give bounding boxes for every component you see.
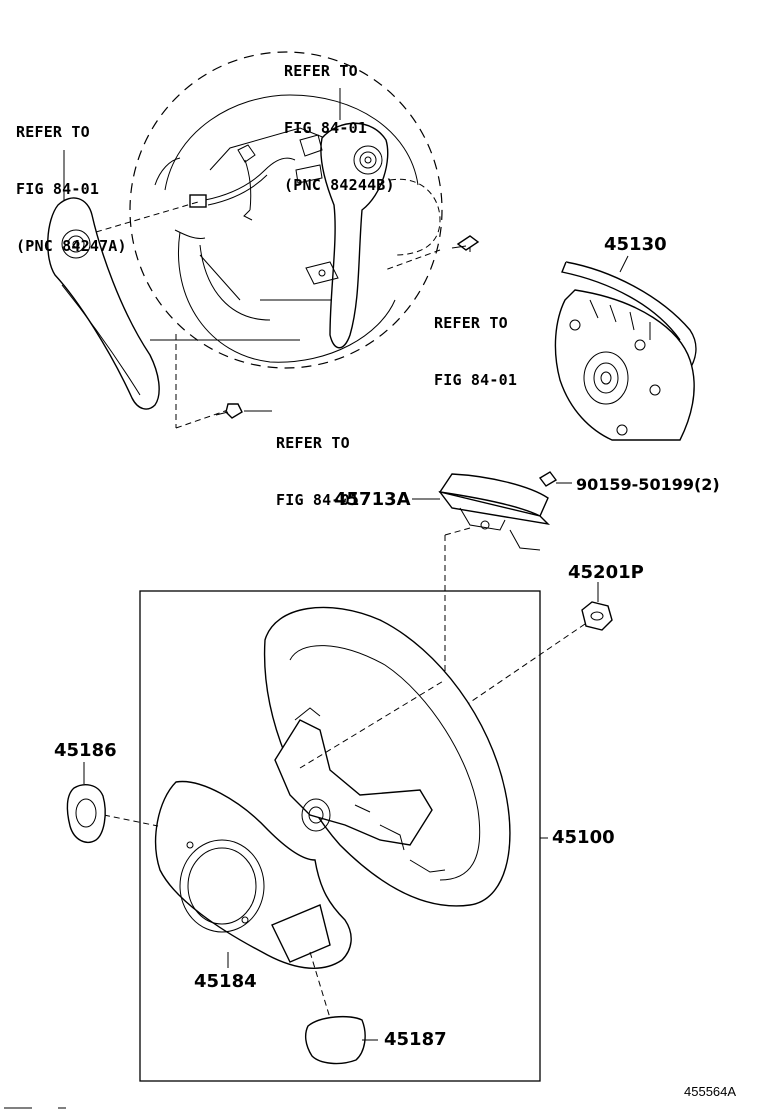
switch-45186 (66, 784, 106, 844)
callout-line: FIG 84-01 (16, 180, 100, 198)
right-switch-part (305, 122, 389, 349)
callout-refer-bottom: REFER TO FIG 84-01 (276, 396, 359, 529)
callout-line: FIG 84-01 (284, 119, 368, 137)
figure-id: 455564A (684, 1084, 737, 1099)
callout-line: FIG 84-01 (276, 491, 360, 509)
steering-wheel-45100 (263, 606, 511, 907)
part-number-45187: 45187 (384, 1029, 447, 1050)
bolt-right (451, 235, 480, 251)
airbag-module-45130 (554, 261, 697, 441)
part-number-45184: 45184 (194, 971, 257, 992)
pad-45713A (438, 473, 551, 551)
callout-refer-left: REFER TO FIG 84-01 (PNC 84247A) (16, 85, 127, 275)
assembly-frame (139, 590, 541, 1082)
callout-line: REFER TO (276, 434, 350, 452)
plate-45187 (304, 1015, 366, 1065)
part-number-45713A: 45713A (334, 489, 411, 510)
callout-line: REFER TO (16, 123, 90, 141)
part-number-45186: 45186 (54, 740, 117, 761)
screw-90159 (538, 471, 572, 487)
callout-line: FIG 84-01 (434, 371, 518, 389)
part-number-45130: 45130 (604, 234, 667, 255)
left-switch-part (47, 197, 160, 410)
part-number-45100: 45100 (552, 827, 615, 848)
callout-line: (PNC 84244B) (284, 176, 395, 194)
wiring-harness (189, 134, 323, 221)
part-number-45201P: 45201P (568, 562, 644, 583)
part-number-90159-50199: 90159-50199(2) (576, 475, 720, 494)
callout-line: (PNC 84247A) (16, 237, 127, 255)
callout-line: REFER TO (284, 62, 358, 80)
bolt-bottom (215, 403, 243, 419)
cover-45184 (154, 780, 352, 969)
callout-refer-top: REFER TO FIG 84-01 (PNC 84244B) (284, 24, 395, 214)
callout-refer-right: REFER TO FIG 84-01 (434, 276, 517, 409)
nut-45201P (581, 601, 613, 631)
upper-wheel-assembly (129, 51, 443, 369)
callout-line: REFER TO (434, 314, 508, 332)
